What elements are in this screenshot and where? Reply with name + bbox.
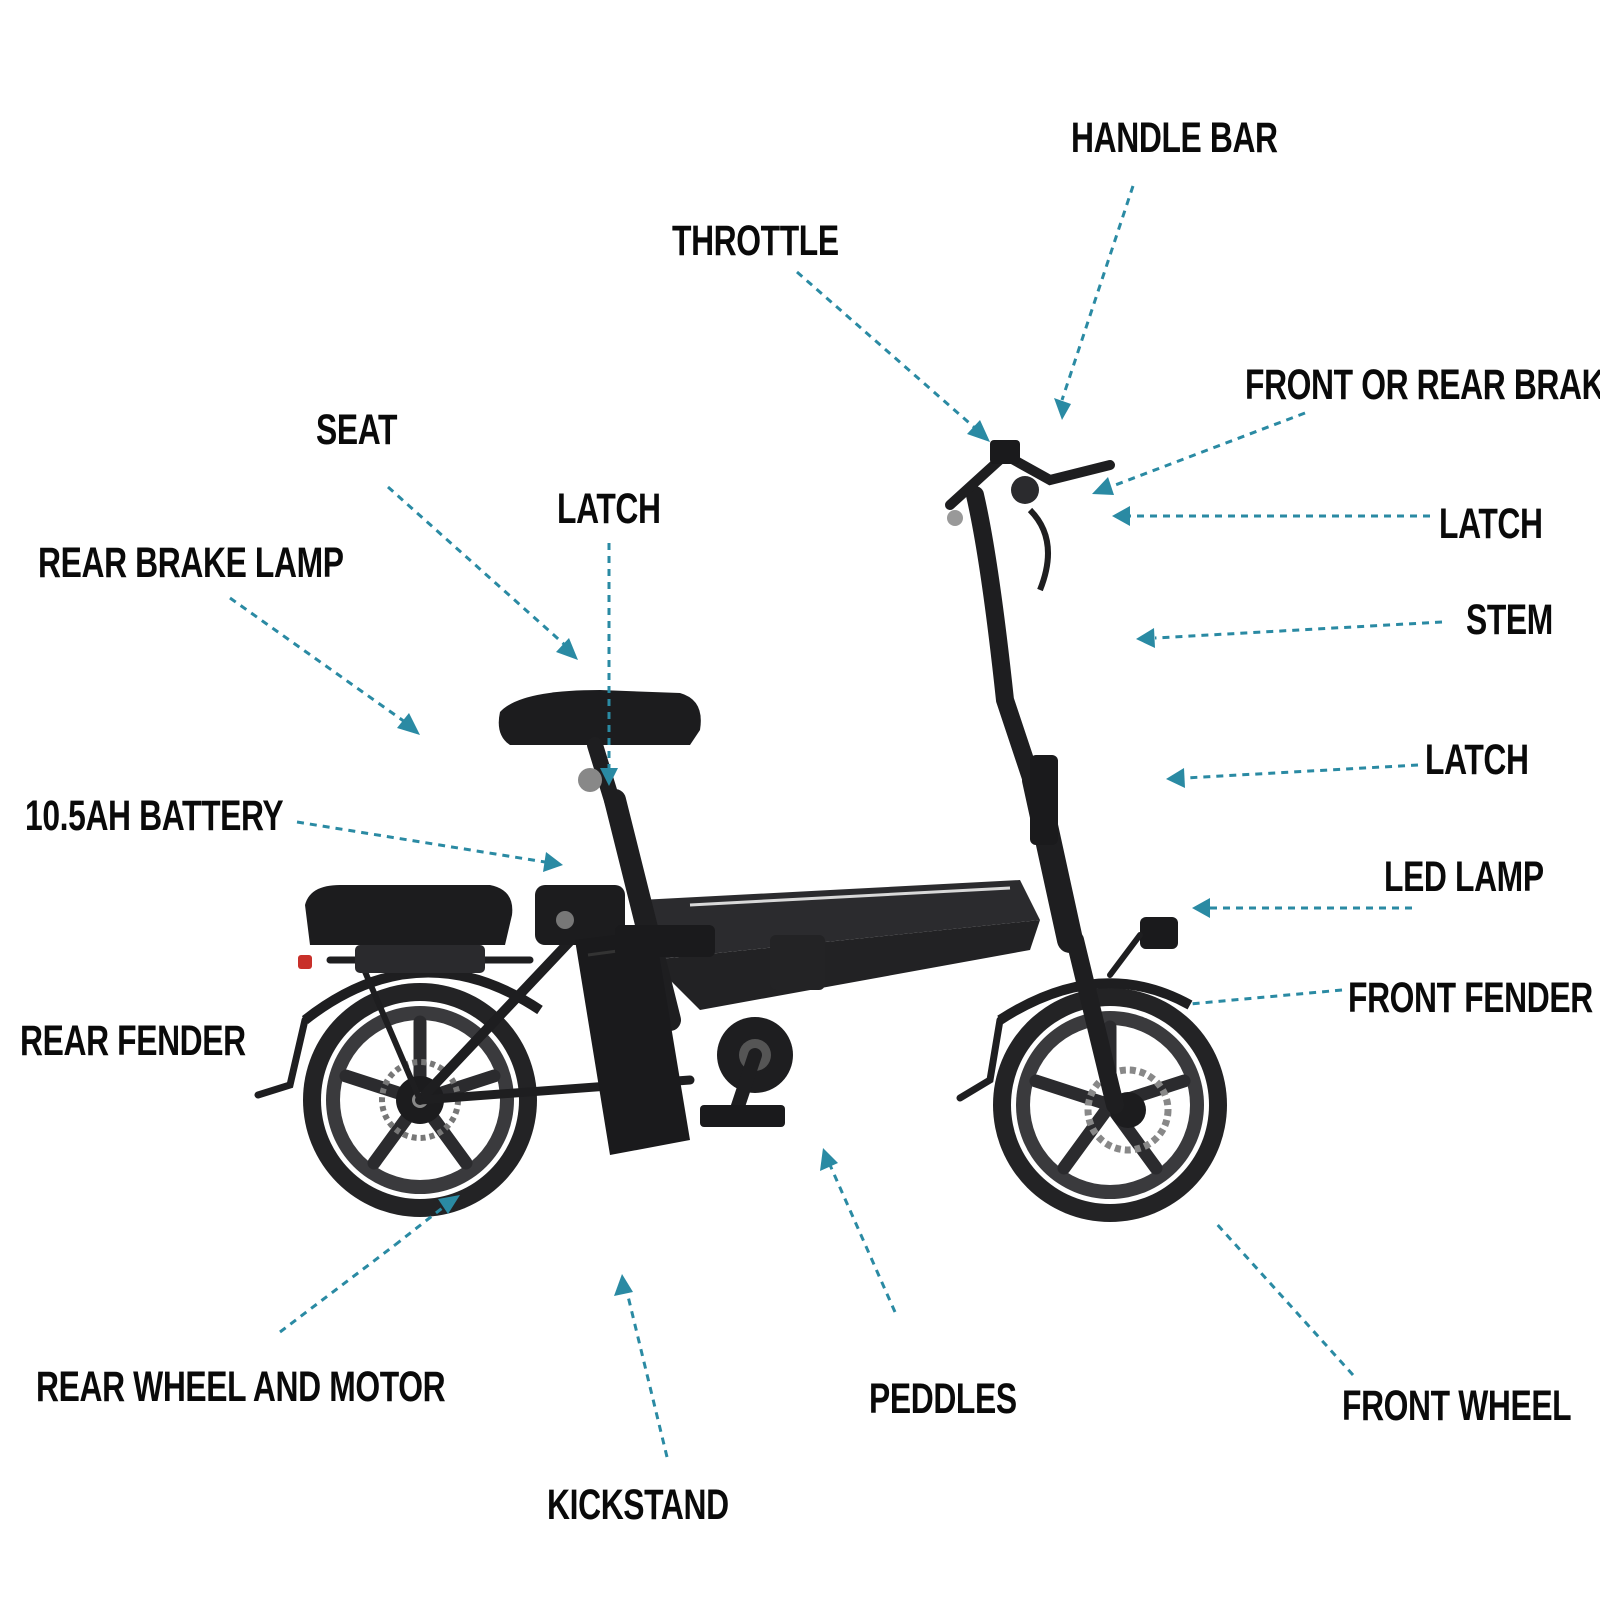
rear-cushion <box>305 885 513 945</box>
label-front-wheel: FRONT WHEEL <box>1342 1382 1572 1430</box>
battery-shape <box>535 885 690 1155</box>
label-rear-wheel-and-motor: REAR WHEEL AND MOTOR <box>36 1363 446 1411</box>
seat-shape <box>498 690 701 818</box>
handlebar-shape <box>945 440 1115 592</box>
label-rear-fender: REAR FENDER <box>20 1017 246 1065</box>
leader-lines <box>229 185 1443 1458</box>
front-fender-shape <box>997 978 1193 1025</box>
label-handle-bar: HANDLE BAR <box>1071 114 1278 162</box>
label-kickstand: KICKSTAND <box>547 1481 729 1529</box>
label-latch-lower: LATCH <box>1425 736 1529 784</box>
label-latch-seat: LATCH <box>557 485 661 533</box>
label-throttle: THROTTLE <box>672 217 839 265</box>
pedal-shape <box>615 925 825 1127</box>
label-stem: STEM <box>1466 596 1553 644</box>
label-battery: 10.5AH BATTERY <box>25 792 284 840</box>
label-led-lamp: LED LAMP <box>1384 853 1544 901</box>
rear-lamp-shape <box>298 955 312 969</box>
label-rear-brake-lamp: REAR BRAKE LAMP <box>38 539 344 587</box>
label-front-fender: FRONT FENDER <box>1348 974 1593 1022</box>
label-latch-upper: LATCH <box>1439 500 1543 548</box>
label-peddles: PEDDLES <box>869 1375 1017 1423</box>
label-front-or-rear-brake: FRONT OR REAR BRAKE <box>1245 361 1600 409</box>
led-lamp-shape <box>1140 917 1178 949</box>
label-seat: SEAT <box>316 406 398 454</box>
